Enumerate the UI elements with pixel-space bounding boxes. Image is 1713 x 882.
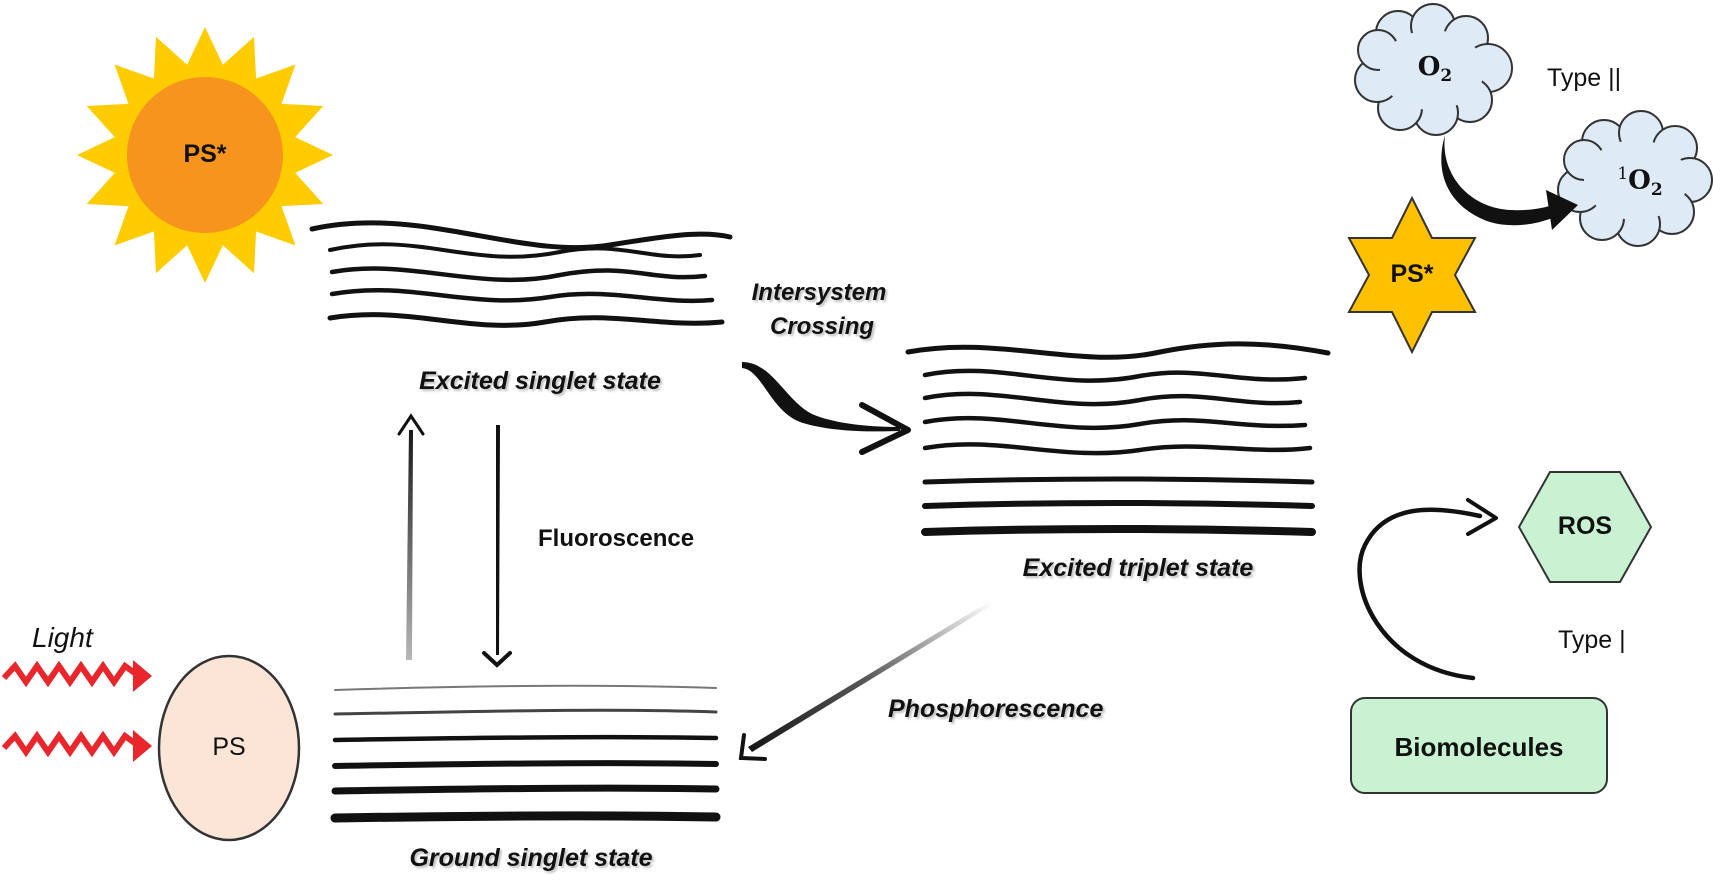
absorption-arrow xyxy=(397,413,425,660)
biomolecules-box xyxy=(1350,697,1608,794)
fluorescence-label: Fluoroscence xyxy=(538,525,695,552)
o2-label: O2 xyxy=(1418,52,1453,86)
intersystem-label-line2: Crossing xyxy=(769,313,875,340)
singlet-o2-subscript: 2 xyxy=(1650,179,1663,200)
type2-label: Type || xyxy=(1547,64,1622,92)
phosphorescence-label: Phosphorescence xyxy=(888,695,1104,723)
singlet-o2-base: O xyxy=(1628,165,1651,196)
biomolecules-label: Biomolecules xyxy=(1394,732,1564,762)
ros-label: ROS xyxy=(1557,512,1613,540)
ground-singlet-label: Ground singlet state xyxy=(409,844,653,872)
ros-hexagon xyxy=(1517,471,1653,583)
sun-core xyxy=(127,77,283,233)
type1-label: Type | xyxy=(1558,626,1626,654)
ps-star-label: PS* xyxy=(1390,260,1434,288)
singlet-o2-superscript: 1 xyxy=(1617,164,1629,184)
singlet-o2-label: 1O2 xyxy=(1617,164,1662,200)
singlet-o2-cloud-icon xyxy=(1557,110,1713,247)
light-label: Light xyxy=(32,622,93,653)
excited-singlet-label: Excited singlet state xyxy=(419,367,661,395)
o2-cloud-icon xyxy=(1354,3,1513,136)
o2-base: O xyxy=(1417,52,1441,82)
ps-label: PS xyxy=(212,733,246,761)
intersystem-label-line1: Intersystem xyxy=(751,279,887,306)
fluorescence-arrow xyxy=(482,425,512,668)
light-arrows xyxy=(1,660,152,762)
sun-icon xyxy=(77,27,333,283)
excited-triplet-label: Excited triplet state xyxy=(1022,554,1254,582)
ps-molecule xyxy=(157,654,301,842)
excited-triplet-lines xyxy=(905,341,1331,536)
type1-curved-arrow xyxy=(1357,498,1498,681)
ground-singlet-lines xyxy=(330,684,721,823)
sun-label: PS* xyxy=(183,140,227,168)
intersystem-crossing-arrow xyxy=(742,362,911,455)
o2-subscript: 2 xyxy=(1440,66,1453,87)
phosphorescence-arrow xyxy=(738,600,994,761)
ps-star-icon xyxy=(1347,195,1477,355)
type2-curved-arrow xyxy=(1441,135,1578,230)
excited-singlet-lines xyxy=(309,220,733,328)
